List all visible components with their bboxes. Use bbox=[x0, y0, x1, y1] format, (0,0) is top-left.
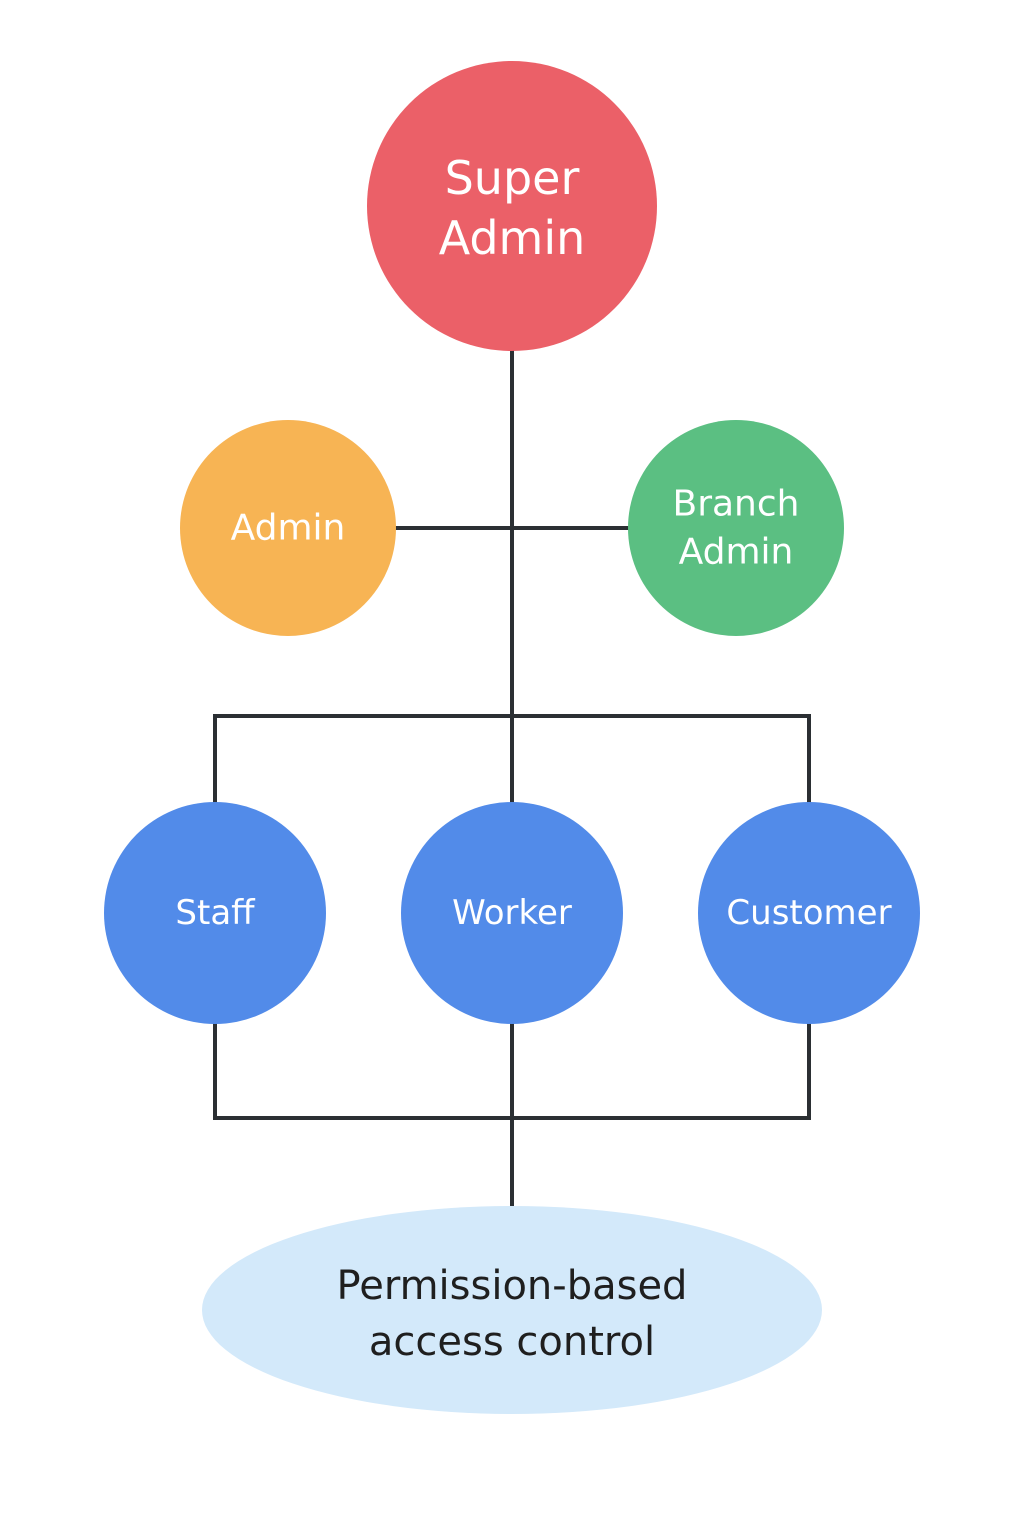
connector-top-bracket bbox=[213, 714, 811, 807]
super-admin-node: Super Admin bbox=[367, 61, 657, 351]
super-admin-label-line1: Super bbox=[445, 151, 580, 205]
branch-admin-label-line1: Branch bbox=[673, 484, 800, 525]
worker-circle bbox=[401, 802, 623, 1024]
worker-label: Worker bbox=[452, 893, 572, 933]
worker-node: Worker bbox=[401, 802, 623, 1024]
admin-label: Admin bbox=[231, 508, 346, 549]
admin-circle bbox=[180, 420, 396, 636]
customer-circle bbox=[698, 802, 920, 1024]
access-control-ellipse bbox=[202, 1206, 822, 1414]
super-admin-label-line2: Admin bbox=[439, 211, 586, 265]
super-admin-circle bbox=[367, 61, 657, 351]
access-control-label-line2: access control bbox=[369, 1319, 655, 1365]
customer-node: Customer bbox=[698, 802, 920, 1024]
branch-admin-circle bbox=[628, 420, 844, 636]
staff-circle bbox=[104, 802, 326, 1024]
staff-label: Staff bbox=[175, 893, 256, 933]
branch-admin-label-line2: Admin bbox=[679, 532, 794, 573]
access-control-label-line1: Permission-based bbox=[337, 1263, 688, 1309]
access-control-node: Permission-based access control bbox=[202, 1206, 822, 1414]
customer-label: Customer bbox=[726, 893, 891, 933]
branch-admin-node: Branch Admin bbox=[628, 420, 844, 636]
staff-node: Staff bbox=[104, 802, 326, 1024]
admin-node: Admin bbox=[180, 420, 396, 636]
